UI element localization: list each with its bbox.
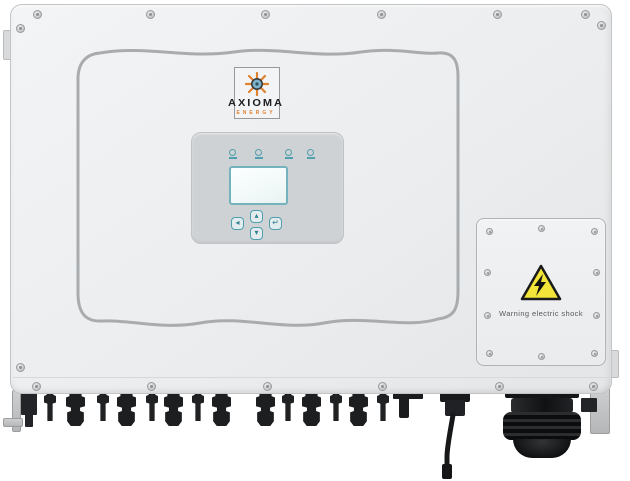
brand-logo-box [234,67,280,119]
wirebox-screw [538,353,545,360]
mc4-dc-connector [349,392,368,426]
mc4-dc-connector [146,392,158,421]
brand-name: AXIOMA [228,97,284,109]
led-indicator [306,149,315,159]
chassis-screw [147,382,156,391]
brand-subtitle: ENERGY [236,110,276,116]
comm-port-connector [393,390,423,399]
mc4-dc-connector [164,392,183,426]
wirebox-screw [593,312,600,319]
wirebox-screw [591,350,598,357]
wirebox-screw [484,312,491,319]
cable-gland [503,388,581,460]
enter-button: ↵ [269,217,282,230]
chassis-screw [263,382,272,391]
chassis-screw [597,21,606,30]
chassis-screw [16,24,25,33]
wirebox-screw [486,228,493,235]
hanging-cable [444,412,456,474]
led-indicator [228,149,237,159]
chassis-screw [33,10,42,19]
chassis-screw [589,382,598,391]
gland-ridges [503,412,581,440]
comm-port-stem [399,396,409,418]
gland-neck [511,398,573,413]
bracket-left-block [21,388,37,415]
wirebox-screw [591,228,598,235]
mc4-dc-connector [330,392,342,421]
esc-button: ◂ [231,217,244,230]
mc4-dc-connector [282,392,294,421]
chassis-screw [378,382,387,391]
chassis-bottom-seam [13,377,609,378]
lcd-screen [229,166,288,205]
led-indicator [254,149,263,159]
mc4-dc-connector [256,392,275,426]
logo-sun-icon [244,71,270,97]
bracket-left-stem [25,414,33,427]
chassis-screw [495,382,504,391]
down-button: ▾ [250,227,263,240]
chassis-screw [261,10,270,19]
mc4-dc-connector [44,392,56,421]
bracket-right-hook [581,398,597,412]
bracket-left-foot [3,418,23,427]
front-cover-groove [76,48,460,327]
wirebox-screw [538,225,545,232]
wirebox-screw [484,269,491,276]
high-voltage-warning-icon [520,264,562,301]
wirebox-screw [593,269,600,276]
mc4-dc-connector [66,392,85,426]
mc4-dc-connector [212,392,231,426]
cable-connector-body [445,400,465,416]
warning-label-text: Warning electric shock [499,309,583,318]
wirebox-screw [486,350,493,357]
led-indicator [284,149,293,159]
mc4-dc-connector [192,392,204,421]
chassis-screw [493,10,502,19]
mc4-dc-connector [97,392,109,421]
display-panel: ▴ ◂ ↵ ▾ [191,132,344,244]
chassis-screw [377,10,386,19]
chassis-screw [16,363,25,372]
mc4-dc-connector [302,392,321,426]
gland-dome [513,439,571,458]
inverter-chassis: AXIOMA ENERGY ▴ ◂ ↵ ▾ Warning electric s… [10,4,612,394]
up-button: ▴ [250,210,263,223]
chassis-screw [581,10,590,19]
mc4-dc-connector [117,392,136,426]
mc4-dc-connector [377,392,389,421]
wirebox-panel: Warning electric shock [476,218,606,366]
chassis-screw [32,382,41,391]
chassis-screw [146,10,155,19]
